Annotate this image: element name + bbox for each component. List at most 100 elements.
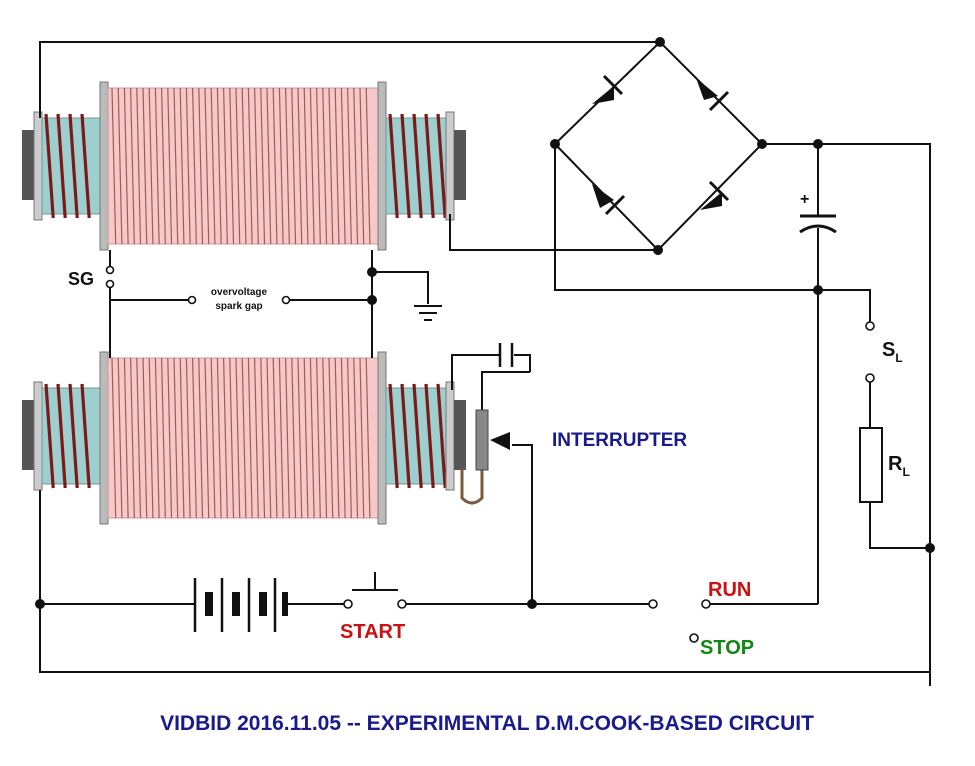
winding-turn: [328, 357, 334, 519]
rl-label: RL: [888, 453, 910, 479]
diode-top-left: [592, 74, 624, 104]
winding-turn: [241, 87, 247, 245]
upper-left-winding: [44, 113, 91, 219]
winding-turn: [365, 87, 371, 245]
ground-icon: [414, 305, 442, 321]
capacitor-plus-label: +: [800, 191, 809, 208]
run-terminal[interactable]: [701, 599, 711, 609]
spark-gap-label-2: spark gap: [215, 301, 262, 312]
spark-gap-left: [187, 295, 197, 305]
lower-right-core-end: [454, 400, 466, 470]
winding-turn: [56, 383, 67, 489]
winding-turn: [285, 357, 290, 519]
winding-turn: [210, 87, 216, 245]
winding-turn: [111, 357, 117, 519]
winding-turn: [185, 357, 191, 519]
winding-turn: [229, 87, 235, 245]
wire-bridge-left: [554, 144, 818, 291]
wire-to-sl: [818, 289, 871, 325]
sl-label: SL: [882, 339, 903, 365]
winding-turn: [142, 87, 148, 245]
winding-turn: [285, 87, 290, 245]
winding-turn: [241, 357, 247, 519]
winding-turn: [359, 357, 365, 519]
interrupter-spring: [460, 468, 484, 505]
run-stop-common-terminal[interactable]: [648, 599, 658, 609]
winding-turn: [328, 87, 334, 245]
winding-turn: [44, 113, 55, 219]
winding-turn: [167, 87, 173, 245]
winding-turn: [216, 357, 222, 519]
sg-terminal-top: [105, 265, 115, 275]
wiring: [39, 41, 931, 686]
winding-turn: [297, 87, 303, 245]
winding-turn: [154, 87, 160, 245]
winding-turn: [359, 87, 365, 245]
lower-primary-winding: [111, 357, 371, 519]
lower-left-core-end: [22, 400, 34, 470]
winding-turn: [204, 87, 210, 245]
winding-turn: [303, 87, 309, 245]
winding-turn: [436, 113, 447, 219]
winding-turn: [353, 87, 359, 245]
winding-turn: [130, 87, 135, 245]
sl-terminal-top[interactable]: [865, 321, 875, 331]
winding-turn: [179, 87, 185, 245]
wire-upper-coil-to-bridge: [449, 214, 658, 251]
diode-top-right: [696, 78, 730, 112]
winding-turn: [266, 87, 272, 245]
winding-turn: [316, 87, 321, 245]
sl-terminal-bottom[interactable]: [865, 373, 875, 383]
interrupter-contact-block: [475, 409, 489, 471]
diode-bridge: [553, 40, 764, 252]
winding-turn: [347, 87, 352, 245]
winding-turn: [167, 357, 173, 519]
winding-turn: [192, 87, 197, 245]
lower-primary-left-flange: [99, 351, 109, 525]
winding-turn: [303, 357, 309, 519]
winding-turn: [388, 383, 399, 489]
spark-gap-right: [281, 295, 291, 305]
stop-terminal[interactable]: [689, 633, 699, 643]
winding-turn: [154, 357, 160, 519]
wire-bottom-loop: [39, 490, 930, 673]
upper-right-flange: [445, 111, 455, 221]
diagram-title: VIDBID 2016.11.05 -- EXPERIMENTAL D.M.CO…: [160, 712, 814, 735]
winding-turn: [130, 357, 135, 519]
stop-label: STOP: [700, 637, 754, 659]
winding-turn: [142, 357, 148, 519]
wire-interrupter: [512, 444, 533, 604]
winding-turn: [216, 87, 222, 245]
winding-turn: [260, 357, 266, 519]
winding-turn: [388, 113, 399, 219]
diode-bottom-left: [592, 184, 626, 216]
upper-left-core-end: [22, 130, 34, 200]
winding-turn: [322, 357, 328, 519]
winding-turn: [412, 383, 423, 489]
winding-turn: [80, 383, 91, 489]
diode-bottom-right: [700, 180, 730, 210]
sg-terminal-bottom: [105, 279, 115, 289]
winding-turn: [235, 87, 241, 245]
winding-turn: [148, 87, 154, 245]
winding-turn: [260, 87, 266, 245]
start-switch[interactable]: [343, 572, 407, 609]
winding-turn: [322, 87, 328, 245]
winding-turn: [223, 87, 228, 245]
winding-turn: [148, 357, 154, 519]
winding-turn: [117, 357, 123, 519]
lower-right-winding: [388, 383, 447, 489]
interrupter-label: INTERRUPTER: [552, 430, 687, 451]
winding-turn: [136, 87, 142, 245]
winding-turn: [412, 113, 423, 219]
load-resistor: [859, 427, 883, 503]
lower-transformer: [22, 351, 466, 525]
winding-turn: [247, 357, 253, 519]
winding-turn: [173, 357, 179, 519]
winding-turn: [210, 357, 216, 519]
winding-turn: [56, 113, 67, 219]
winding-turn: [192, 357, 197, 519]
winding-turn: [400, 383, 411, 489]
